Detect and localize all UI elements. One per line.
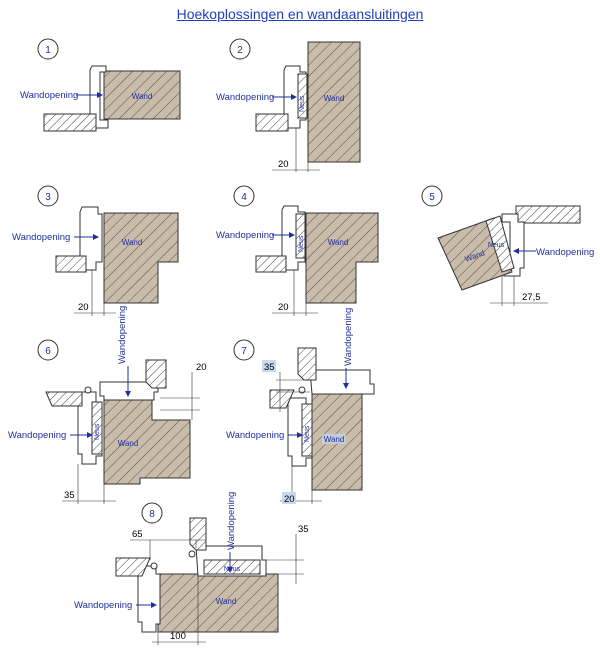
detail-1: 1 Wand Wandopening (20, 38, 181, 132)
wall-label: Wand (132, 92, 153, 101)
door-leaf (43, 113, 97, 132)
nose (295, 213, 306, 259)
dimension-bottom-label: 100 (170, 631, 186, 642)
dimension-right-label: 35 (298, 524, 309, 535)
opening-label: Wandopening (74, 600, 132, 611)
side-leaf (115, 557, 151, 577)
door-frame (501, 213, 525, 277)
dimension-top-label: 20 (196, 362, 207, 373)
detail-8: 8 Wand Neus Wandopening Wandopening 65 3… (74, 492, 309, 645)
detail-number: 1 (45, 45, 51, 56)
door-leaf (255, 255, 287, 273)
opening-label: Wandopening (536, 247, 594, 258)
opening-label: Wandopening (216, 92, 274, 103)
nose-label: Neus (94, 423, 101, 440)
wall-label: Wand (216, 597, 237, 606)
opening-label: Wandopening (226, 430, 284, 441)
detail-6: 6 Wand Neus Wandopening Wandopening 20 3… (8, 306, 207, 504)
wall (307, 41, 361, 163)
nose (297, 73, 308, 119)
dimension-label: 27,5 (522, 292, 541, 303)
opening-label-top: Wandopening (343, 308, 354, 366)
dimension-bottom-label: 20 (284, 494, 295, 505)
detail-number: 2 (237, 45, 243, 56)
dimension-top-label: 35 (264, 362, 275, 373)
detail-number: 8 (149, 509, 155, 520)
wall (305, 212, 379, 304)
wall (103, 70, 181, 120)
opening-label-top: Wandopening (117, 306, 128, 364)
detail-5: 5 Neus Wand Wandopening 27,5 (421, 185, 594, 306)
door-leaf (255, 113, 289, 132)
dimension-left-label: 65 (132, 529, 143, 540)
nose-label: Neus (224, 566, 241, 573)
dimension-bottom-label: 35 (64, 490, 75, 501)
top-leaf (297, 347, 317, 381)
opening-label: Wandopening (8, 430, 66, 441)
nose-label: Neus (298, 235, 305, 252)
door-frame (79, 206, 103, 271)
detail-number: 7 (241, 346, 247, 357)
door-leaf (515, 205, 581, 224)
detail-3: 3 Wand Wandopening 20 (12, 185, 179, 316)
top-frame (309, 369, 375, 395)
detail-number: 6 (45, 346, 51, 357)
wall-label: Wand (122, 238, 143, 247)
wall (103, 212, 179, 304)
side-frame (137, 565, 161, 633)
page-title: Hoekoplossingen en wandaansluitingen (176, 6, 424, 22)
top-leaf (145, 359, 167, 389)
detail-4: 4 Wand Neus Wandopening 20 (216, 185, 379, 316)
dimension-label: 20 (278, 159, 289, 170)
detail-2: 2 Wand Neus Wandopening 20 (216, 38, 361, 172)
detail-number-circle (37, 38, 59, 60)
nose (301, 403, 313, 457)
detail-7: 7 Wand Neus Wandopening Wandopening 35 2… (226, 308, 375, 505)
dimension-label: 20 (278, 302, 289, 313)
nose (485, 215, 515, 273)
detail-number: 5 (429, 192, 435, 203)
opening-label: Wandopening (20, 90, 78, 101)
opening-label-top: Wandopening (226, 492, 237, 550)
top-leaf (189, 517, 207, 551)
door-leaf (55, 255, 87, 273)
opening-label: Wandopening (216, 230, 274, 241)
opening-label: Wandopening (12, 232, 70, 243)
wall-label: Wand (118, 439, 139, 448)
detail-number: 4 (241, 192, 247, 203)
side-leaf (45, 391, 83, 407)
wall (103, 397, 191, 485)
nose-label: Neus (488, 242, 505, 249)
nose-label: Neus (304, 425, 311, 442)
nose (91, 401, 103, 455)
wall-label: Wand (328, 238, 349, 247)
wall-label: Wand (324, 94, 345, 103)
dimension-label: 20 (78, 302, 89, 313)
side-leaf (269, 389, 295, 409)
detail-number: 3 (45, 192, 51, 203)
nose-label: Neus (299, 95, 306, 112)
wall-label: Wand (324, 435, 345, 444)
